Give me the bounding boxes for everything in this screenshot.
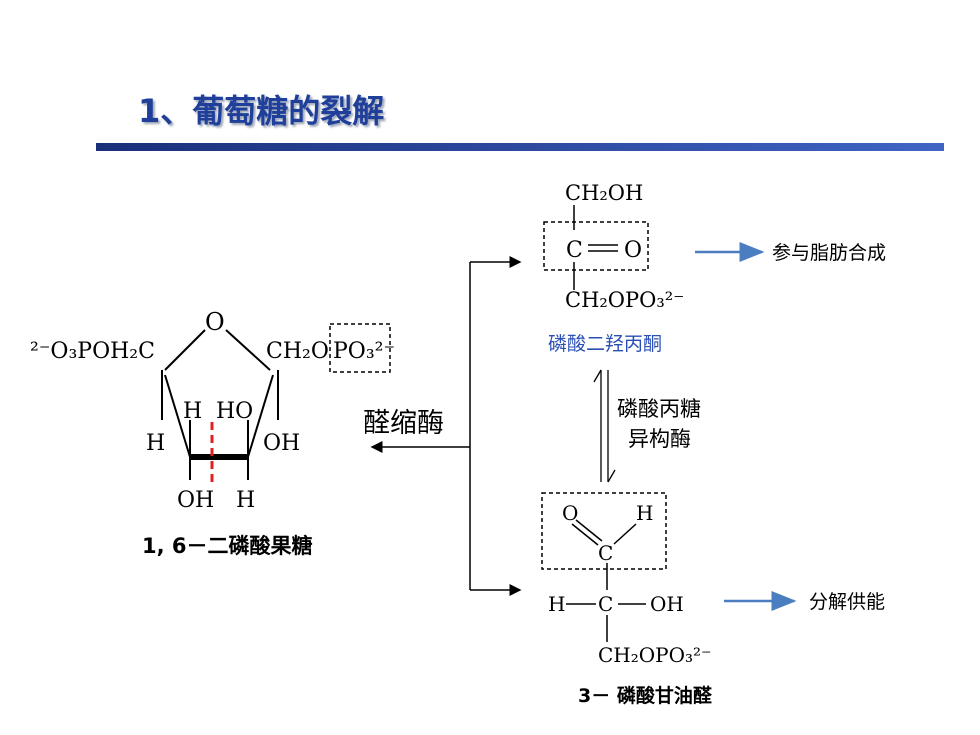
fructose-po3: PO₃²⁻ [333,339,395,364]
dhap-carbonyl-box [543,221,649,271]
isomerase-line1: 磷酸丙糖 [617,397,701,421]
g3p-oh: OH [650,592,684,616]
dhap-fate: 参与脂肪合成 [772,242,886,264]
ring-bond-c5-c4 [247,374,274,458]
page-title: 1、葡萄糖的裂解 [138,92,385,130]
g3p-o: O [562,501,578,525]
dhap-ch2opo3: CH₂OPO₃²⁻ [565,288,684,312]
fructose-oh-bottom: OH [177,488,214,513]
fructose-oh-right: OH [263,431,300,456]
g3p-ch-bond [613,523,637,545]
isomerase-line2: 异构酶 [628,427,691,451]
phosphate-box [329,323,391,373]
fructose-name: 1, 6－二磷酸果糖 [142,534,313,558]
fructose-h-bottom: H [236,488,255,513]
ring-bond-c2-c3 [164,374,191,458]
dhap-c: C [566,238,583,263]
fructose-left-group: ²⁻O₃POH₂C [30,339,155,364]
g3p-c-top: C [598,541,613,565]
fructose-h-left: H [146,431,165,456]
fructose-ho: HO [216,399,253,424]
g3p-fate: 分解供能 [809,591,885,613]
fructose-bisphosphate-structure: ²⁻O₃POH₂C O CH₂O PO₃²⁻ H HO H OH OH H [30,308,395,513]
aldolase-arrows [370,256,522,596]
ring-bond-right [225,329,271,371]
dhap-name: 磷酸二羟丙酮 [548,333,662,355]
g3p-co-bond-2 [575,519,603,542]
dhap-o: O [624,238,642,263]
g3p-h-left: H [548,592,565,616]
dhap-ch2oh: CH₂OH [565,181,643,205]
g3p-co-bond-1 [571,523,599,546]
ring-oxygen: O [205,308,225,336]
dhap-structure: CH₂OH C O CH₂OPO₃²⁻ [543,181,684,312]
g3p-h-top: H [636,501,653,525]
g3p-c-mid: C [598,592,613,616]
fructose-right-group: CH₂O [266,339,329,364]
g3p-aldehyde-box [541,492,667,570]
ring-bond-left [164,329,206,371]
g3p-ch2opo3: CH₂OPO₃²⁻ [598,643,712,667]
fructose-h1: H [183,399,202,424]
g3p-structure: O H C H C OH CH₂OPO₃²⁻ [541,492,712,667]
title-underline [96,143,944,151]
isomerase-equilibrium-arrows [593,369,616,483]
g3p-name: 3－ 磷酸甘油醛 [578,684,713,707]
aldolase-label: 醛缩酶 [363,408,444,439]
